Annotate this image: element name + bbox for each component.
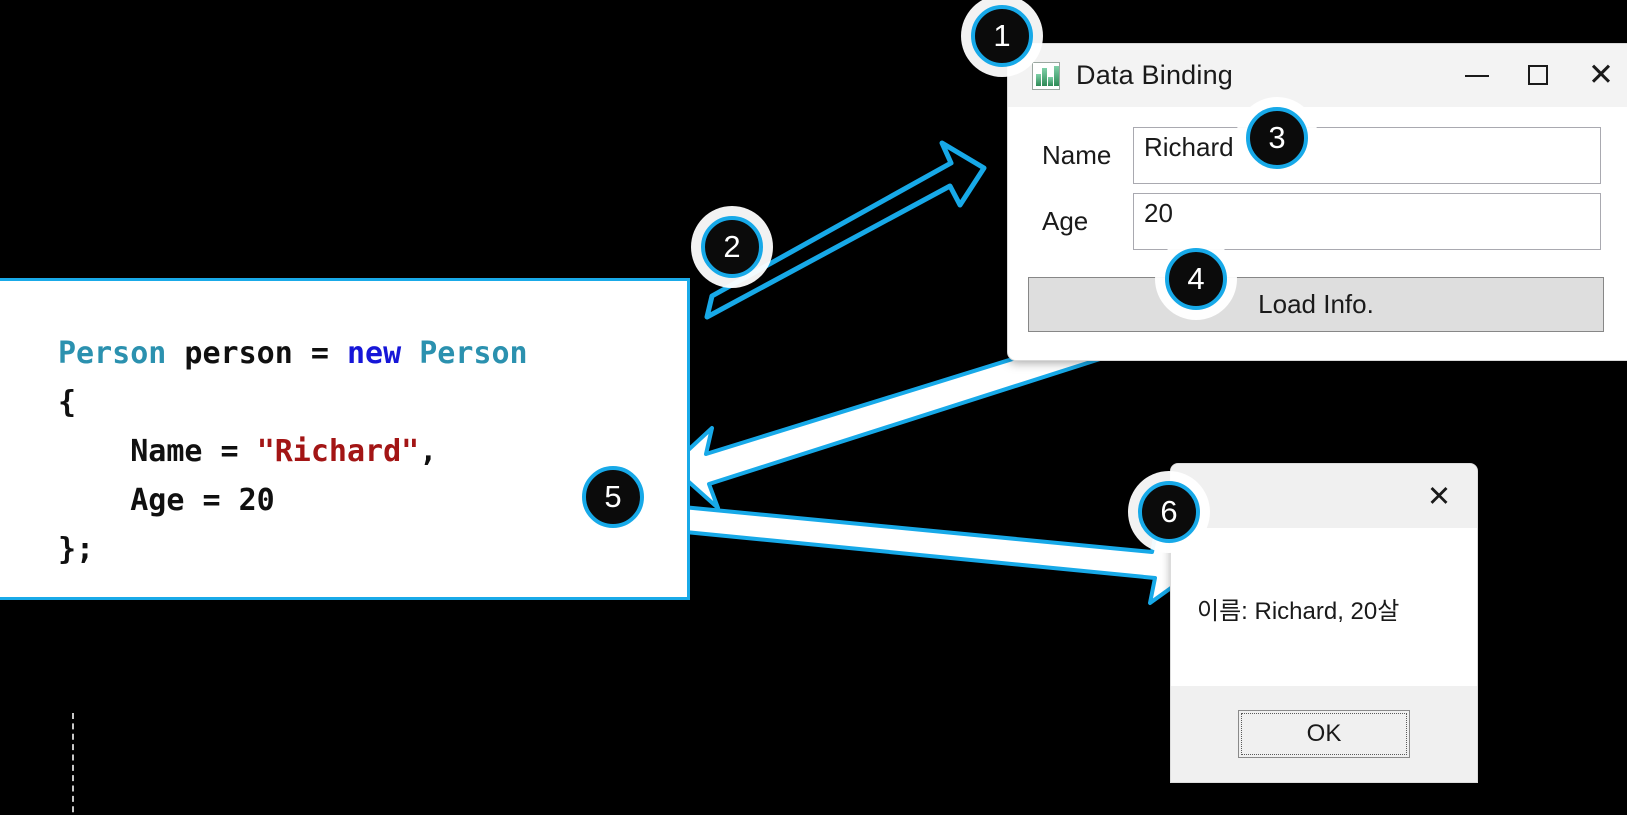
step-badge-1: 1	[971, 5, 1033, 67]
ok-button[interactable]: OK	[1238, 710, 1410, 758]
close-button[interactable]: ✕	[1570, 44, 1627, 107]
window-title: Data Binding	[1076, 60, 1234, 90]
data-binding-window: Data Binding ✕ Name Richard Age 20	[1007, 43, 1627, 361]
message-box-footer: OK	[1171, 686, 1477, 782]
chart-app-icon	[1032, 61, 1060, 90]
window-titlebar: Data Binding ✕	[1008, 44, 1627, 107]
arrow-code-to-msgbox	[670, 504, 1198, 605]
load-info-button[interactable]: Load Info.	[1028, 277, 1604, 332]
code-token: "Richard"	[256, 434, 420, 469]
window-controls: ✕	[1446, 44, 1627, 107]
field-row-name: Name Richard	[1008, 127, 1627, 184]
code-token: Person	[58, 336, 167, 371]
code-token: };	[58, 532, 95, 567]
age-input[interactable]: 20	[1133, 193, 1601, 250]
code-line: Age = 20	[58, 476, 528, 525]
code-line: };	[58, 525, 528, 574]
age-label: Age	[1042, 206, 1089, 236]
code-token: Person	[419, 336, 528, 371]
name-label: Name	[1042, 140, 1112, 170]
step-badge-2: 2	[701, 216, 763, 278]
message-box-close-button[interactable]: ✕	[1411, 464, 1467, 528]
step-badge-4: 4	[1165, 248, 1227, 310]
code-line: {	[58, 378, 528, 427]
field-row-age: Age 20	[1008, 193, 1627, 250]
maximize-button[interactable]	[1508, 44, 1570, 107]
minimize-button[interactable]	[1446, 44, 1508, 107]
indent-guide	[72, 713, 74, 815]
code-text: Person person = new Person { Name = "Rich…	[58, 329, 528, 574]
code-token: ,	[419, 434, 438, 469]
message-box: ✕ 이름: Richard, 20살 OK	[1170, 463, 1478, 783]
step-badge-3: 3	[1246, 107, 1308, 169]
code-line: Name = "Richard",	[58, 427, 528, 476]
message-box-text: 이름: Richard, 20살	[1171, 528, 1477, 688]
code-token: Age = 20	[58, 483, 275, 518]
message-box-titlebar: ✕	[1171, 464, 1477, 528]
code-token: new	[347, 336, 402, 371]
name-input[interactable]: Richard	[1133, 127, 1601, 184]
code-line: Person person = new Person	[58, 329, 528, 378]
code-token: person =	[166, 336, 347, 371]
code-token: {	[58, 385, 77, 420]
step-badge-5: 5	[582, 466, 644, 528]
code-snippet-panel: Person person = new Person { Name = "Rich…	[0, 278, 690, 815]
code-token: Name =	[58, 434, 257, 469]
close-icon: ✕	[1426, 479, 1452, 513]
code-token	[401, 336, 419, 371]
step-badge-6: 6	[1138, 481, 1200, 543]
close-icon: ✕	[1588, 57, 1614, 93]
